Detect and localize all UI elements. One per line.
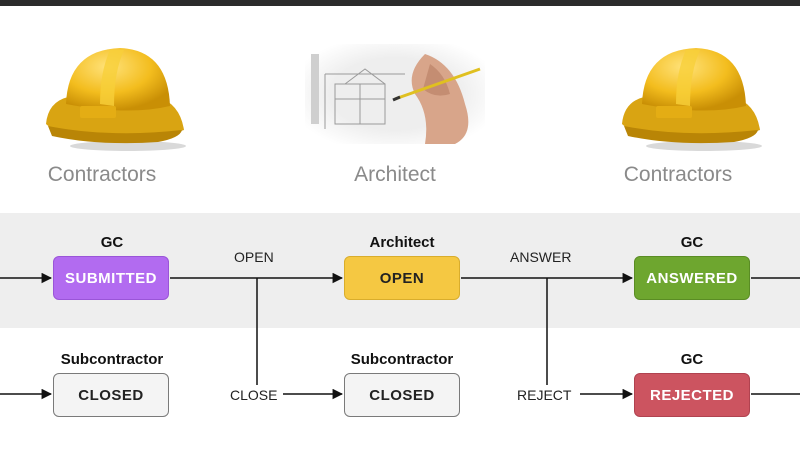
actor-caption-center: Architect bbox=[354, 163, 436, 186]
transition-reject-label: REJECT bbox=[516, 387, 573, 403]
owner-answered: GC bbox=[680, 234, 704, 251]
owner-closed-center: Subcontractor bbox=[350, 351, 454, 368]
architect-drawing-icon bbox=[305, 44, 485, 144]
owner-closed-left: Subcontractor bbox=[60, 351, 164, 368]
node-rejected[interactable]: REJECTED bbox=[634, 373, 750, 417]
actor-caption-right: Contractors bbox=[623, 163, 733, 186]
hard-hat-icon bbox=[46, 48, 186, 151]
owner-rejected: GC bbox=[680, 351, 704, 368]
owner-submitted: GC bbox=[100, 234, 124, 251]
transition-answer-label: ANSWER bbox=[510, 249, 572, 265]
node-open[interactable]: OPEN bbox=[344, 256, 460, 300]
owner-open: Architect bbox=[369, 234, 435, 251]
node-closed-center[interactable]: CLOSED bbox=[344, 373, 460, 417]
node-answered[interactable]: ANSWERED bbox=[634, 256, 750, 300]
hard-hat-icon bbox=[622, 48, 762, 151]
transition-close-label: CLOSE bbox=[229, 387, 279, 403]
transition-open-label: OPEN bbox=[234, 249, 274, 265]
node-closed-left[interactable]: CLOSED bbox=[53, 373, 169, 417]
actor-caption-left: Contractors bbox=[47, 163, 157, 186]
top-border bbox=[0, 0, 800, 6]
node-submitted[interactable]: SUBMITTED bbox=[53, 256, 169, 300]
